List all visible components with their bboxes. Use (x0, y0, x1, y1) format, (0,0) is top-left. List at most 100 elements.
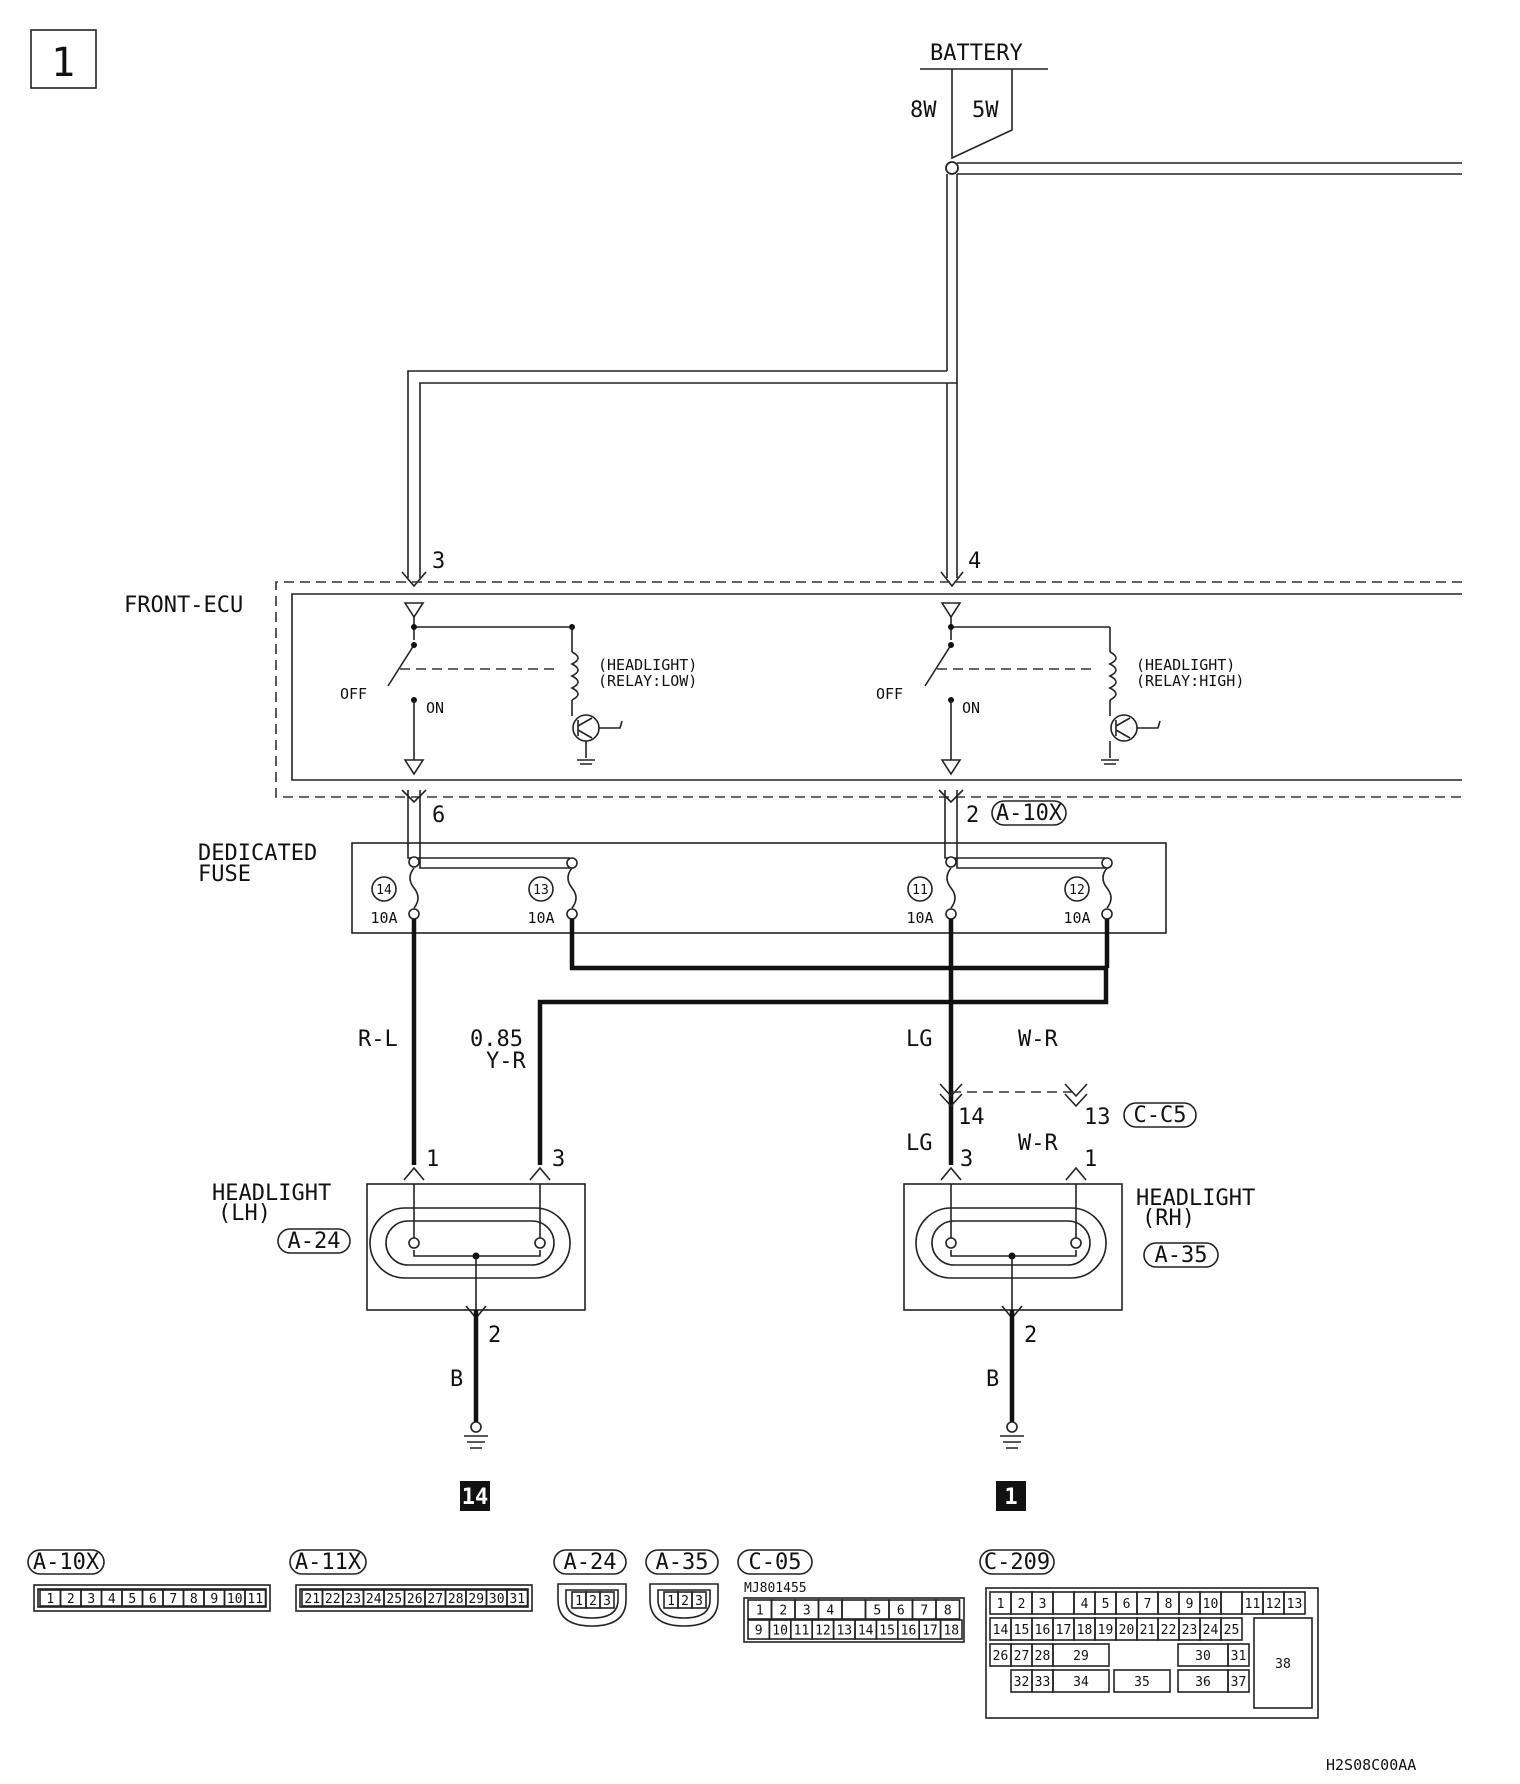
battery-fuse-5w: 5W (972, 98, 999, 123)
c-05-pin-7: 7 (920, 1604, 928, 1619)
headlight-lh-connector: A-24 (288, 1229, 341, 1254)
relay-low-line2: (RELAY:LOW) (598, 672, 697, 690)
relay-low-transistor (572, 714, 600, 742)
wire-label-r-l: R-L (358, 1027, 398, 1052)
c-209-pin-31-cell (1227, 1643, 1250, 1667)
c-209-pin-10: 10 (1203, 1597, 1219, 1612)
c-209-pin-33: 33 (1035, 1675, 1051, 1690)
c-209-pin-32: 32 (1014, 1675, 1030, 1690)
battery-fusible-link (951, 69, 1013, 160)
a-10x-pin-3: 3 (87, 1592, 95, 1607)
a-10x-pin-11-cell (244, 1589, 267, 1607)
c-209-pin-37: 37 (1231, 1675, 1247, 1690)
c-c5-name: C-C5 (1134, 1103, 1187, 1128)
connector-c-209-name: C-209 (984, 1550, 1050, 1575)
c-209-pin-29: 29 (1073, 1649, 1089, 1664)
lh-pin-a: 1 (426, 1147, 439, 1172)
c-209-pin-38-cell (1253, 1617, 1313, 1709)
c-209-pin-16: 16 (1035, 1623, 1051, 1638)
ecu-out-connector: A-10X (996, 801, 1063, 826)
c-05-pin-12: 12 (815, 1624, 831, 1639)
page-number: 1 (51, 40, 75, 86)
headlight-rh-line1: HEADLIGHT (1136, 1186, 1255, 1211)
a-24-pin-3-cell (599, 1591, 615, 1609)
c-209-pin-12: 12 (1266, 1597, 1282, 1612)
a-10x-pin-2: 2 (67, 1592, 75, 1607)
c-209-pin-2: 2 (1018, 1597, 1026, 1612)
lh-pin-ground: 2 (488, 1323, 501, 1348)
connector-c-05-part: MJ801455 (744, 1581, 807, 1596)
fuse-rating-14: 10A (370, 909, 397, 927)
rh-pin-a: 3 (960, 1147, 973, 1172)
c-209-pin-14: 14 (993, 1623, 1009, 1638)
ground-ref-lh-badge (460, 1481, 490, 1511)
c-209-pin-3: 3 (1039, 1597, 1047, 1612)
c-209-pin-34: 34 (1073, 1675, 1089, 1690)
fuse-rating-12: 10A (1063, 909, 1090, 927)
ecu-switch-left-off: OFF (340, 685, 367, 703)
a-11x-pin-26: 26 (407, 1592, 423, 1607)
c-209-pin-blank11-cell (1220, 1591, 1243, 1615)
ecu-pin-out-left: 6 (432, 803, 445, 828)
c-05-pin-6: 6 (897, 1604, 905, 1619)
c-05-pin-10: 10 (772, 1624, 788, 1639)
a-35-pin-3: 3 (695, 1594, 703, 1609)
c-05-pin-15: 15 (879, 1624, 895, 1639)
c-209-pin-24: 24 (1203, 1623, 1219, 1638)
c-05-pin-8: 8 (944, 1604, 952, 1619)
diagram-code: H2S08C00AA (1326, 1756, 1416, 1774)
fuse-rating-13: 10A (527, 909, 554, 927)
c-209-pin-27: 27 (1014, 1649, 1030, 1664)
a-11x-pin-31: 31 (509, 1592, 525, 1607)
c-209-pin-1: 1 (997, 1597, 1005, 1612)
dedicated-fuse-box (351, 842, 1167, 934)
ecu-pin-in-right: 4 (968, 549, 981, 574)
dedicated-fuse-label-2: FUSE (198, 862, 251, 887)
c-209-pin-18: 18 (1077, 1623, 1093, 1638)
ecu-pin-out-right: 2 (966, 803, 979, 828)
fuse-number-12: 12 (1069, 883, 1085, 898)
c-209-pin-11: 11 (1245, 1597, 1261, 1612)
relay-high-transistor (1110, 714, 1138, 742)
ecu-switch-left-on: ON (426, 699, 444, 717)
c-209-pin-21: 21 (1140, 1623, 1156, 1638)
a-24-pin-3: 3 (603, 1594, 611, 1609)
c-05-pin-blank4-cell (841, 1599, 867, 1620)
connector-a-11x-name: A-11X (295, 1550, 362, 1575)
wire-label-y-r: Y-R (486, 1049, 526, 1074)
c-209-pin-34-cell (1052, 1669, 1110, 1693)
relay-high-line1: (HEADLIGHT) (1136, 656, 1235, 674)
headlight-lh-line1: HEADLIGHT (212, 1181, 331, 1206)
c-209-pin-37-cell (1227, 1669, 1250, 1693)
lh-pin-b: 3 (552, 1147, 565, 1172)
a-11x-pin-28: 28 (448, 1592, 464, 1607)
c-209-pin-25: 25 (1224, 1623, 1240, 1638)
c-209-pin-35-cell (1113, 1669, 1171, 1693)
wire-label-b-rh: B (986, 1367, 999, 1392)
c-209-pin-23: 23 (1182, 1623, 1198, 1638)
headlight-rh-connector: A-35 (1155, 1243, 1208, 1268)
wire-label-lg-lower: LG (906, 1131, 933, 1156)
battery-junction (945, 161, 959, 175)
page-number-box (30, 29, 97, 89)
c-209-pin-15: 15 (1014, 1623, 1030, 1638)
fuse-number-11: 11 (912, 883, 928, 898)
relay-high-line2: (RELAY:HIGH) (1136, 672, 1244, 690)
a-10x-pin-6: 6 (149, 1592, 157, 1607)
c-05-pin-11: 11 (794, 1624, 810, 1639)
c-209-pin-31: 31 (1231, 1649, 1247, 1664)
c-209-pin-38: 38 (1275, 1657, 1291, 1672)
front-ecu-outline (275, 581, 1462, 798)
a-24-pin-1: 1 (575, 1594, 583, 1609)
fuse-rating-11: 10A (906, 909, 933, 927)
a-10x-pin-10: 10 (227, 1592, 243, 1607)
a-10x-pin-1: 1 (46, 1592, 54, 1607)
c-05-pin-13: 13 (836, 1624, 852, 1639)
wire-label-w-r-lower: W-R (1018, 1131, 1058, 1156)
a-10x-pin-5: 5 (128, 1592, 136, 1607)
battery-label: BATTERY (930, 41, 1023, 66)
